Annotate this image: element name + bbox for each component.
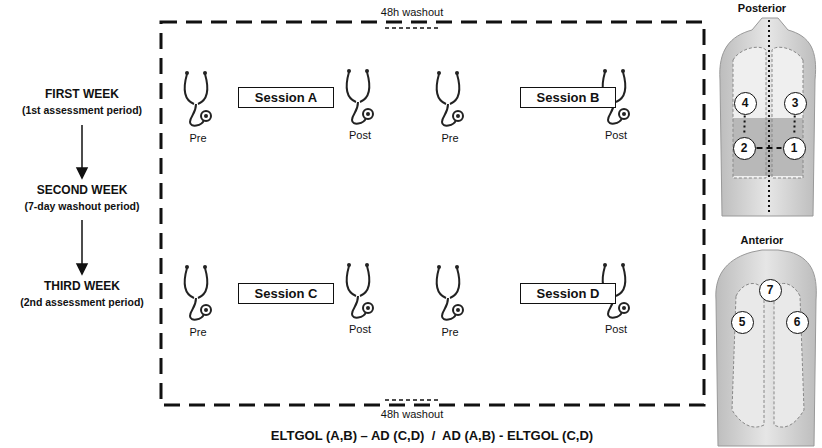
callout-number: 6 (786, 311, 809, 334)
week-subtitle: (7-day washout period) (25, 200, 140, 212)
callout-text: 5 (732, 312, 753, 332)
callout-text: 6 (787, 312, 808, 332)
time-label: Post (349, 129, 371, 142)
time-label: Post (605, 129, 627, 142)
guide-line (757, 148, 782, 149)
time-label: Pre (189, 326, 206, 339)
time-label: Pre (441, 132, 458, 145)
callout-text: 3 (785, 93, 806, 113)
session-name: Session B (537, 90, 600, 105)
callout-number: 5 (731, 311, 754, 334)
time-label: Post (605, 323, 627, 336)
guide-line (744, 115, 745, 135)
callout-text: 2 (734, 138, 755, 158)
callout-number: 7 (759, 279, 782, 302)
callout-number: 3 (784, 92, 807, 115)
callout-text: 7 (760, 280, 781, 300)
callout-text: 4 (735, 93, 756, 113)
week-subtitle: (2nd assessment period) (20, 296, 144, 308)
callout-number: 4 (734, 92, 757, 115)
callout-text: 1 (784, 138, 805, 158)
time-label: Pre (189, 132, 206, 145)
view-title: Posterior (738, 2, 786, 15)
session-name: Session D (537, 286, 600, 301)
session-box: Session B (520, 87, 617, 108)
session-name: Session A (255, 90, 317, 105)
callout-number: 2 (733, 137, 756, 160)
week-title: THIRD WEEK (44, 280, 120, 294)
time-label: Post (349, 323, 371, 336)
view-title: Anterior (741, 234, 784, 247)
week-title: FIRST WEEK (45, 88, 119, 102)
washout-label: 48h washout (381, 6, 443, 19)
week-title: SECOND WEEK (37, 184, 128, 198)
session-box: Session C (238, 283, 335, 304)
session-box: Session A (238, 87, 334, 108)
session-name: Session C (255, 286, 318, 301)
guide-line (794, 115, 795, 135)
week-subtitle: (1st assessment period) (22, 104, 142, 116)
washout-label: 48h washout (381, 408, 443, 421)
session-box: Session D (520, 283, 617, 304)
callout-number: 1 (783, 137, 806, 160)
crossover-sequence: ELTGOL (A,B) – AD (C,D) / AD (A,B) - ELT… (271, 429, 593, 444)
time-label: Pre (441, 326, 458, 339)
